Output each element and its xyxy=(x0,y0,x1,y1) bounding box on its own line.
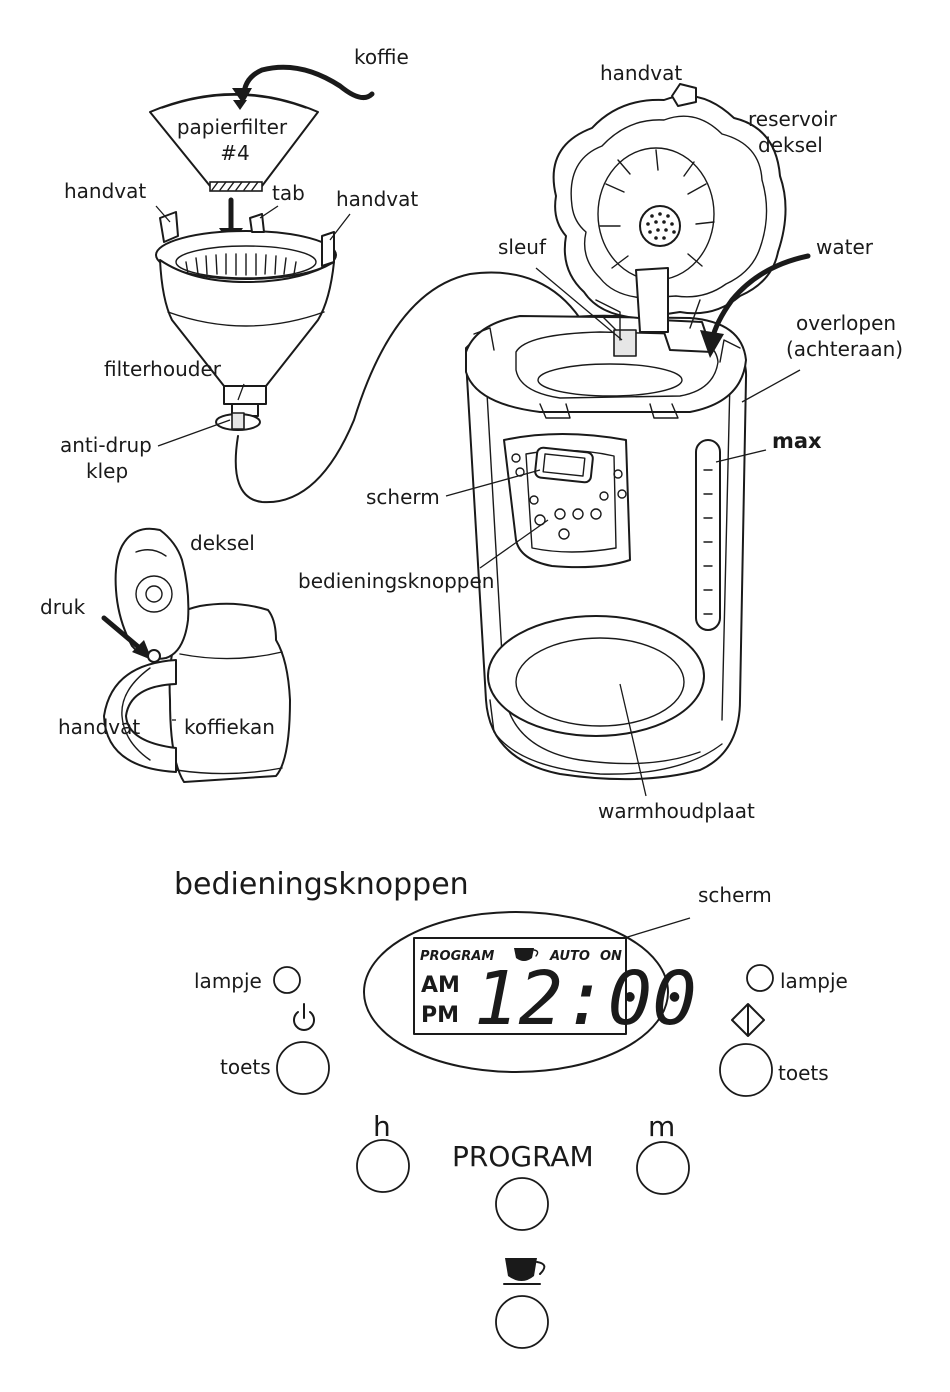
lampje-left xyxy=(274,967,300,993)
label-anti-drup-1: anti-drup xyxy=(60,433,152,457)
power-button[interactable] xyxy=(277,1042,329,1094)
power-icon xyxy=(294,1004,314,1030)
label-overlopen-2: (achteraan) xyxy=(786,337,903,361)
label-scherm: scherm xyxy=(366,485,440,509)
diamond-start-icon xyxy=(732,1004,764,1036)
minute-button[interactable] xyxy=(637,1142,689,1194)
label-water: water xyxy=(816,235,874,259)
coffee-arrow xyxy=(244,67,372,97)
lampje-right-label: lampje xyxy=(780,969,848,993)
label-tab: tab xyxy=(272,181,305,205)
hour-button[interactable] xyxy=(357,1140,409,1192)
label-reservoir-2: deksel xyxy=(758,133,823,157)
label-sleuf: sleuf xyxy=(498,235,547,259)
cup-button[interactable] xyxy=(496,1296,548,1348)
coffee-maker xyxy=(466,316,746,779)
label-max: max xyxy=(772,429,822,453)
lcd-time: 12:00 xyxy=(474,956,697,1042)
panel-scherm-label: scherm xyxy=(698,883,772,907)
label-deksel: deksel xyxy=(190,531,255,555)
minute-label: m xyxy=(648,1110,675,1143)
lampje-right xyxy=(747,965,773,991)
label-handvat-filter-right: handvat xyxy=(336,187,418,211)
program-button[interactable] xyxy=(496,1178,548,1230)
label-filterhouder: filterhouder xyxy=(104,357,222,381)
label-papierfilter: papierfilter xyxy=(177,115,288,139)
label-bedieningsknoppen: bedieningsknoppen xyxy=(298,569,494,593)
coffee-carafe xyxy=(104,529,290,782)
label-overlopen-1: overlopen xyxy=(796,311,896,335)
label-reservoir-1: reservoir xyxy=(748,107,838,131)
label-koffiekan: koffiekan xyxy=(184,715,275,739)
control-panel: bedieningsknoppen scherm PROGRAM AUTO ON… xyxy=(174,867,848,1348)
label-anti-drup-2: klep xyxy=(86,459,128,483)
lcd-am: AM xyxy=(421,973,460,998)
label-warmhoudplaat: warmhoudplaat xyxy=(598,799,755,823)
program-label: PROGRAM xyxy=(452,1140,594,1173)
lcd-pm: PM xyxy=(421,1003,459,1028)
label-druk: druk xyxy=(40,595,86,619)
label-handvat-top: handvat xyxy=(600,61,682,85)
toets-left-label: toets xyxy=(220,1055,271,1079)
lampje-left-label: lampje xyxy=(194,969,262,993)
filter-holder xyxy=(156,200,336,430)
start-button[interactable] xyxy=(720,1044,772,1096)
label-handvat-kan: handvat xyxy=(58,715,140,739)
label-handvat-filter-left: handvat xyxy=(64,179,146,203)
hour-label: h xyxy=(373,1110,391,1143)
label-papierfilter-size: #4 xyxy=(220,141,249,165)
coffee-cup-icon xyxy=(504,1258,544,1284)
panel-title: bedieningsknoppen xyxy=(174,867,469,902)
toets-right-label: toets xyxy=(778,1061,829,1085)
label-koffie: koffie xyxy=(354,45,409,69)
